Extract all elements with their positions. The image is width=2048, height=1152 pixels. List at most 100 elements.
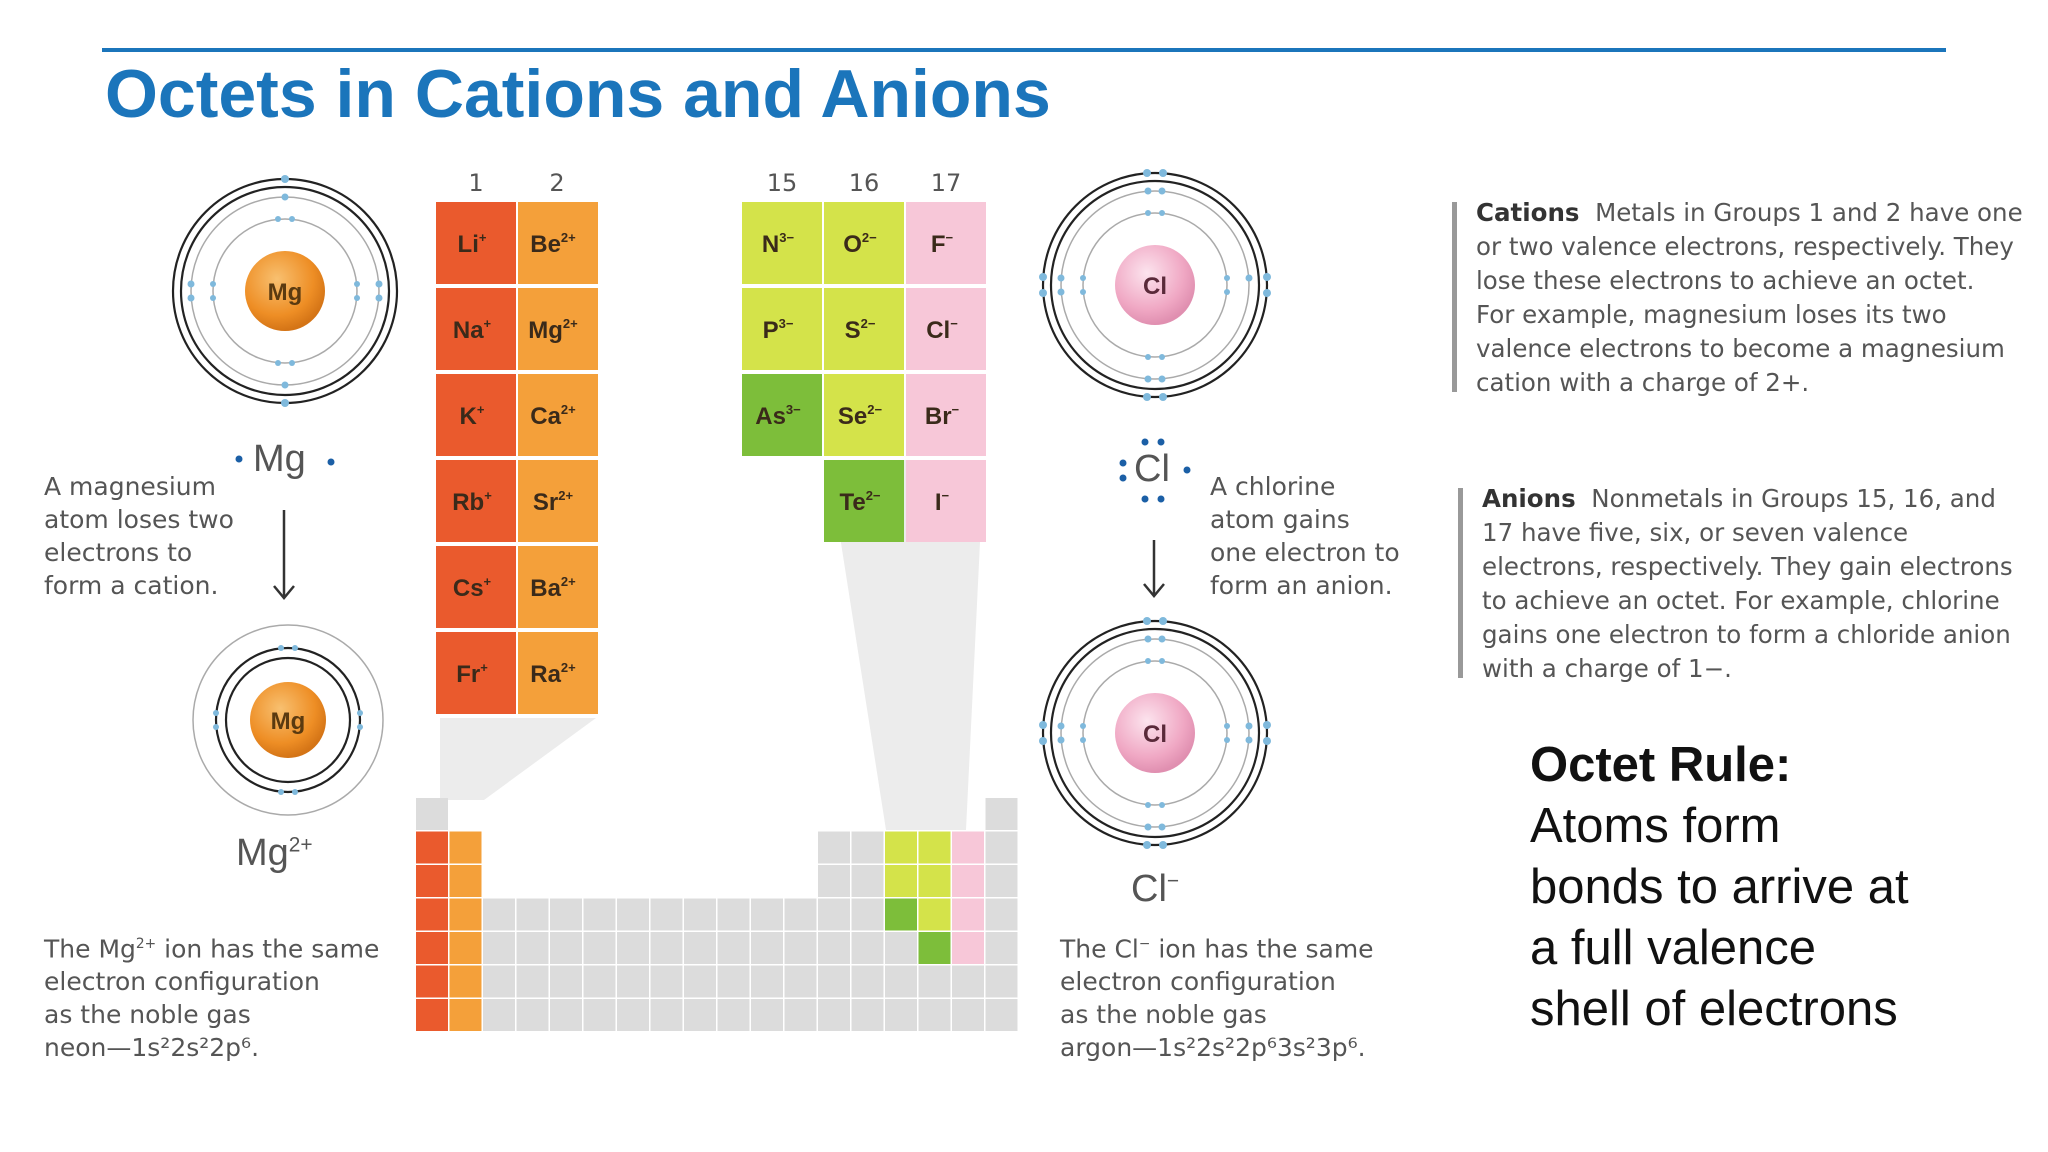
mini-table-cell [550, 999, 582, 1031]
mini-table-cell [449, 965, 482, 998]
mini-table-cell [650, 932, 683, 964]
cl-ion-caption-line: argon—1s²2s²2p⁶3s²3p⁶. [1060, 1033, 1366, 1063]
mini-table-cell [751, 999, 783, 1031]
mg-ion-caption-line: as the noble gas [44, 1000, 251, 1030]
mini-table-cell [818, 865, 850, 897]
mg-atom-diagram: Mg [171, 175, 399, 407]
mini-table-cell [851, 898, 884, 931]
mini-table-cell [985, 932, 1018, 964]
ion-cell-label: K+ [460, 402, 485, 430]
mini-table-cell [818, 932, 850, 964]
anions-heading: Anions [1482, 484, 1576, 513]
mini-table-cell [483, 999, 515, 1031]
mini-table-cell [449, 831, 482, 864]
cations-note: Cations Metals in Groups 1 and 2 have on… [1452, 196, 2036, 400]
mini-table-cell [617, 932, 649, 964]
cl-lewis-dots [1119, 438, 1191, 503]
ion-cell-label: P3− [763, 316, 794, 344]
mini-table-cell [784, 999, 817, 1031]
anions-body: Nonmetals in Groups 15, 16, and 17 have … [1482, 484, 2013, 683]
mini-table-cell [985, 999, 1018, 1031]
mini-table-cell [885, 898, 917, 931]
cl-arrow [1143, 540, 1165, 598]
mini-table-cell [416, 932, 448, 964]
cl-caption-line: one electron to [1210, 538, 1400, 567]
mg-ion-caption-line: The Mg2+ ion has the same [44, 934, 380, 964]
ion-cell-label: N3− [762, 230, 795, 258]
cl-atom-diagram: Cl [1039, 169, 1271, 401]
mini-table-cell [617, 999, 649, 1031]
mini-table-cell [952, 932, 984, 964]
mini-table-cell [717, 898, 750, 931]
cl-caption-line: A chlorine [1210, 472, 1336, 501]
mini-table-cell [416, 865, 448, 897]
mini-table-cell [851, 932, 884, 964]
cations-note-bar [1452, 202, 1457, 392]
octet-rule-line: bonds to arrive at [1530, 860, 1909, 914]
cl-caption: A chlorine atom gains one electron to fo… [1210, 470, 1400, 602]
mini-table-cell [449, 898, 482, 931]
mini-table-cell [885, 999, 917, 1031]
mg-ion-caption-line: electron configuration [44, 967, 320, 997]
mg-ion-caption: The Mg2+ ion has the same electron confi… [44, 928, 379, 1064]
ion-cell-label: Ra2+ [530, 660, 576, 688]
mini-table-cell [516, 999, 549, 1031]
mg-ion-base: Mg [236, 832, 289, 874]
cl-ion-core-label: Cl [1143, 721, 1167, 748]
mini-table-cell [717, 965, 750, 998]
mini-table-cell [985, 965, 1018, 998]
anions-note-bar [1458, 488, 1463, 678]
cl-ion-caption-line: The Cl− ion has the same [1060, 934, 1374, 964]
mini-table-cell [516, 932, 549, 964]
ion-cell-label: Be2+ [530, 230, 576, 258]
mini-periodic-table [416, 798, 1018, 1031]
group16-cells [824, 202, 904, 542]
mini-table-cell [751, 932, 783, 964]
ion-cell-label: As3− [755, 402, 801, 430]
mini-table-cell [583, 965, 616, 998]
mini-table-cell [483, 932, 515, 964]
mg-caption-line: A magnesium [44, 472, 216, 501]
mini-table-cell [885, 932, 917, 964]
group-number-17: 17 [931, 169, 962, 197]
cl-ion-diagram: Cl [1039, 617, 1271, 849]
mini-table-cell [751, 898, 783, 931]
mg-caption-line: electrons to [44, 538, 193, 567]
mini-table-cell [483, 898, 515, 931]
mini-table-cell [650, 999, 683, 1031]
ion-cell-label: F− [931, 230, 954, 258]
mini-table-cell [784, 965, 817, 998]
mg-ion-core-label: Mg [271, 708, 306, 735]
mini-table-cell [918, 898, 951, 931]
group1-cells [436, 202, 516, 714]
mini-table-cell [550, 898, 582, 931]
mini-table-cell [516, 898, 549, 931]
mini-table-cell [885, 831, 917, 864]
octet-rule-line: Atoms form [1530, 799, 1781, 853]
group15-cells [742, 202, 822, 456]
mini-table-cell [885, 965, 917, 998]
octet-rule: Octet Rule: Atoms form bonds to arrive a… [1530, 735, 1909, 1040]
mini-table-cell [751, 965, 783, 998]
ion-cell-label: Na+ [453, 316, 492, 344]
mini-table-cell [449, 932, 482, 964]
mini-table-cell [885, 865, 917, 897]
mini-table-cell [784, 898, 817, 931]
mini-table-cell [952, 831, 984, 864]
ion-cell-label: Cl− [926, 316, 958, 344]
cations-example: For example, magnesium loses its two val… [1476, 300, 2005, 397]
mini-table-cell [684, 898, 716, 931]
mg-lewis-dots [235, 455, 335, 466]
octet-rule-line: shell of electrons [1530, 982, 1898, 1036]
mg-arrow [273, 510, 295, 600]
mg-caption: A magnesium atom loses two electrons to … [44, 470, 234, 602]
ion-cell-label: Te2− [839, 488, 880, 516]
ion-cell-label: Li+ [458, 230, 487, 258]
ion-cell-label: S2− [845, 316, 876, 344]
ion-cell-label: Ca2+ [530, 402, 576, 430]
group-number-16: 16 [849, 169, 880, 197]
mg-caption-line: form a cation. [44, 571, 219, 600]
mini-table-cell [818, 965, 850, 998]
cl-ion-charge: − [1166, 869, 1180, 893]
